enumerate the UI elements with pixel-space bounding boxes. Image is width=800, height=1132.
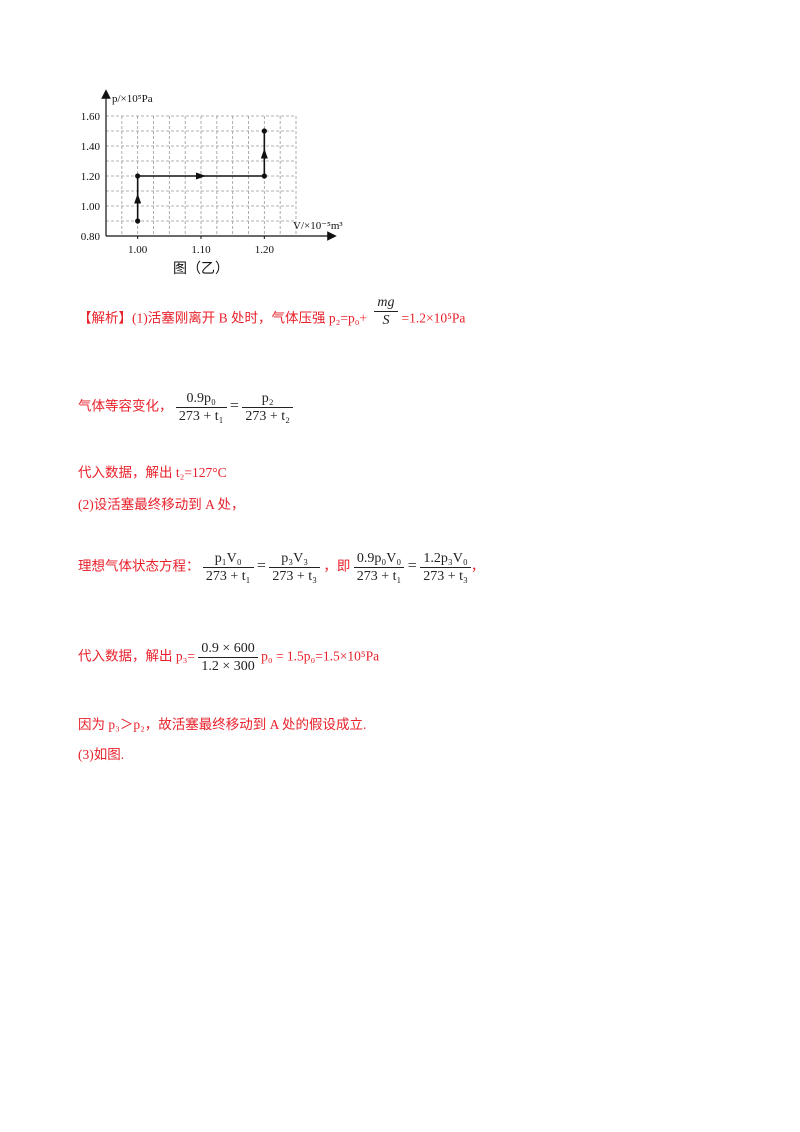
data-point (261, 128, 267, 134)
analysis-line-5: 理想气体状态方程： p₁V₀ 273 + t₁ = p₃V₃ 273 + t₃ … (78, 550, 485, 585)
analysis-line-3: 代入数据，解出 t₂=127°C (78, 465, 227, 480)
analysis-line-7: 因为 p₃＞p₂，故活塞最终移动到 A 处的假设成立. (78, 717, 367, 732)
analysis-tag: 【解析】 (78, 310, 132, 326)
y-tick-label: 1.40 (81, 141, 101, 153)
x-tick-label: 1.20 (255, 244, 275, 256)
fraction-l2-1: 0.9p₀ 273 + t₁ (175, 390, 227, 425)
direction-arrow (260, 148, 268, 159)
y-tick-label: 1.60 (81, 111, 101, 123)
equals-sign: = (229, 397, 239, 415)
pv-chart: 0.80 1.00 1.20 1.40 1.60 1.00 1.10 1.20 p/×10⁵P… (81, 89, 343, 277)
analysis-l6-tail: p₀ = 1.5p₀=1.5×10⁵Pa (261, 648, 380, 664)
y-axis-label: p/×10⁵Pa (112, 93, 153, 105)
y-tick-label: 1.20 (81, 171, 101, 183)
direction-arrow (134, 193, 142, 204)
fraction-l5-4: 1.2p₃V₀ 273 + t₃ (420, 550, 471, 585)
fraction-l5-2: p₃V₃ 273 + t₃ (269, 550, 320, 585)
x-axis-label: V/×10⁻⁵m³ (293, 220, 343, 232)
analysis-l1-text: (1)活塞刚离开 B 处时，气体压强 p₂=p₀+ (132, 310, 368, 326)
fraction-l6: 0.9 × 600 1.2 × 300 (198, 640, 258, 675)
analysis-l1-tail: =1.2×10⁵Pa (401, 310, 466, 326)
fraction-l5-3: 0.9p₀V₀ 273 + t₁ (353, 550, 405, 585)
analysis-line-1: 【解析】(1)活塞刚离开 B 处时，气体压强 p₂=p₀+ mg S =1.2×… (78, 295, 466, 337)
series-path (134, 128, 268, 224)
fraction-mg-over-s: mg S (374, 294, 398, 329)
tick-labels: 0.80 1.00 1.20 1.40 1.60 1.00 1.10 1.20 (81, 111, 275, 256)
analysis-line-2: 气体等容变化， 0.9p₀ 273 + t₁ = p₂ 273 + t₂ (78, 390, 293, 425)
direction-arrow (196, 172, 206, 180)
analysis-line-4: (2)设活塞最终移动到 A 处， (78, 497, 245, 512)
x-tick-label: 1.00 (128, 244, 148, 256)
analysis-l6-text: 代入数据，解出 p₃= (78, 648, 195, 664)
axes (101, 89, 337, 241)
analysis-line-8: (3)如图. (78, 747, 125, 762)
y-tick-label: 0.80 (81, 231, 101, 243)
analysis-l2-text: 气体等容变化， (78, 398, 173, 414)
fraction-l5-1: p₁V₀ 273 + t₁ (202, 550, 254, 585)
data-point (135, 218, 141, 224)
data-point (261, 173, 267, 179)
y-tick-label: 1.00 (81, 201, 101, 213)
analysis-l5-text: 理想气体状态方程： (78, 558, 200, 574)
data-point (135, 173, 141, 179)
analysis-line-6: 代入数据，解出 p₃= 0.9 × 600 1.2 × 300 p₀ = 1.5… (78, 640, 379, 675)
x-tick-label: 1.10 (191, 244, 211, 256)
fraction-l2-2: p₂ 273 + t₂ (242, 390, 293, 425)
figure-caption: 图（乙） (173, 261, 229, 277)
